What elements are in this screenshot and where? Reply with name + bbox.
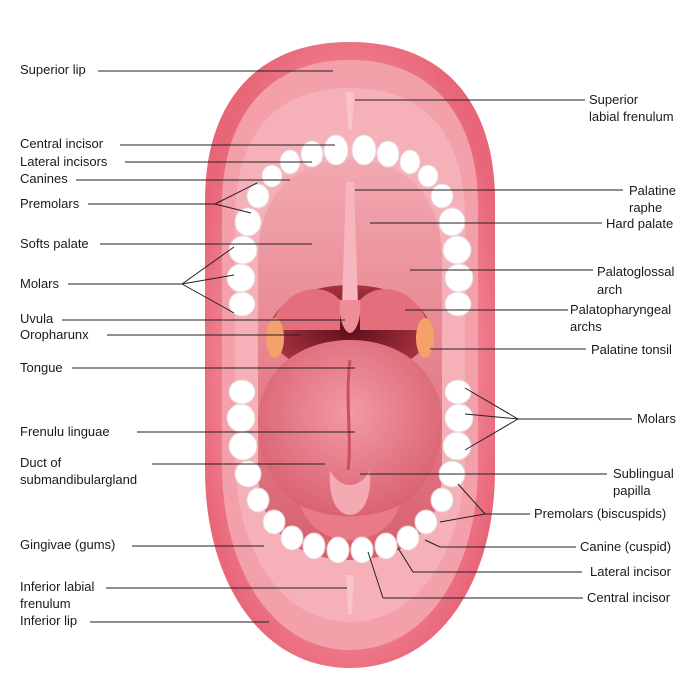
label-lateral-incisor-right: Lateral incisor [590, 564, 671, 579]
label-softs-palate: Softs palate [20, 236, 89, 251]
label-inferior-labial-line2: frenulum [20, 596, 71, 611]
frenulum-linguae [329, 470, 371, 515]
label-superior-frenulum-line1: Superior [589, 92, 639, 107]
watermark-logo [476, 638, 512, 674]
label-superior-frenulum-line2: labial frenulum [589, 109, 674, 124]
tonsil-right [416, 318, 434, 358]
label-duct-line2: submandibulargland [20, 472, 138, 487]
label-palatoglossal-line1: Palatoglossal [597, 264, 675, 279]
label-palatopharyngeal-line1: Palatopharyngeal [570, 302, 672, 317]
leader-lines [62, 70, 632, 623]
label-duct-line1: Duct of [20, 455, 62, 470]
label-molars-right: Molars [637, 411, 677, 426]
label-palatine-tonsil: Palatine tonsil [591, 342, 672, 357]
label-canine-cuspid: Canine (cuspid) [580, 539, 672, 554]
inferior-labial-frenulum [346, 575, 354, 615]
label-uvula: Uvula [20, 311, 54, 326]
label-lateral-incisors: Lateral incisors [20, 154, 108, 169]
label-oropharunx: Oropharunx [20, 327, 89, 342]
label-inferior-labial-line1: Inferior labial [20, 579, 95, 594]
superior-labial-frenulum [346, 92, 354, 130]
label-central-incisor: Central incisor [20, 136, 104, 151]
label-sublingual-line2: papilla [613, 483, 651, 498]
label-palatoglossal-line2: arch [597, 282, 623, 297]
palatine-raphe [342, 182, 358, 305]
label-sublingual-line1: Sublingual [613, 466, 674, 481]
label-canines: Canines [20, 171, 68, 186]
label-premolars: Premolars [20, 196, 80, 211]
tonsil-left [266, 318, 284, 358]
label-palatine-raphe-line2: raphe [629, 200, 663, 215]
sublingual-area [300, 505, 400, 540]
label-tongue: Tongue [20, 360, 63, 375]
label-molars-left: Molars [20, 276, 60, 291]
label-frenulu-linguae: Frenulu linguae [20, 424, 110, 439]
uvula [339, 300, 361, 333]
watermark-text: 摄图 · 新视界 [478, 648, 629, 676]
label-palatopharyngeal-line2: archs [570, 319, 602, 334]
lower-teeth [226, 379, 474, 564]
label-hard-palate: Hard palate [606, 216, 674, 231]
tongue-midline [346, 359, 352, 471]
label-palatine-raphe-line1: Palatine [629, 183, 676, 198]
label-inferior-lip: Inferior lip [20, 613, 78, 628]
label-premolars-biscuspids: Premolars (biscuspids) [534, 506, 667, 521]
label-superior-lip: Superior lip [20, 62, 86, 77]
label-central-incisor-right: Central incisor [587, 590, 671, 605]
label-gingivae: Gingivae (gums) [20, 537, 116, 552]
